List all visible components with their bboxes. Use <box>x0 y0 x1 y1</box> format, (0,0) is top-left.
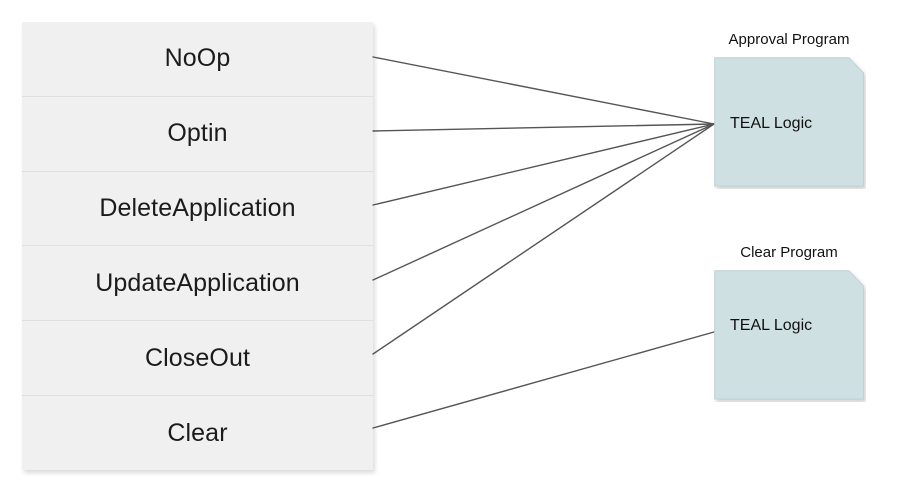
list-item-label: UpdateApplication <box>95 268 300 297</box>
approval-program-title: Approval Program <box>728 31 850 48</box>
connector-line <box>372 123 715 355</box>
list-item-closeout[interactable]: CloseOut <box>22 321 373 397</box>
list-item-noop[interactable]: NoOp <box>22 22 373 97</box>
list-item-updateapplication[interactable]: UpdateApplication <box>22 246 373 322</box>
list-item-label: NoOp <box>164 44 231 73</box>
list-item-label: Clear <box>167 418 228 447</box>
clear-program-node[interactable]: Clear Program TEAL Logic <box>714 243 864 403</box>
connector-line <box>372 123 715 281</box>
connector-line <box>372 123 715 132</box>
approval-program-shape <box>714 57 864 189</box>
clear-program-title: Clear Program <box>740 244 838 261</box>
connector-line <box>372 331 715 429</box>
list-item-clear[interactable]: Clear <box>22 396 373 470</box>
clear-program-body-label: TEAL Logic <box>730 317 813 334</box>
clear-program-shape <box>714 270 864 402</box>
oncomplete-list: NoOp Optin DeleteApplication UpdateAppli… <box>22 22 373 470</box>
list-item-optin[interactable]: Optin <box>22 96 373 172</box>
list-item-label: DeleteApplication <box>99 194 296 223</box>
connector-line <box>372 123 715 206</box>
list-item-label: Optin <box>167 119 228 148</box>
approval-program-body-label: TEAL Logic <box>730 115 813 132</box>
connector-line <box>372 56 715 125</box>
list-item-deleteapplication[interactable]: DeleteApplication <box>22 171 373 247</box>
approval-program-node[interactable]: Approval Program TEAL Logic <box>714 30 864 190</box>
list-item-label: CloseOut <box>144 343 250 372</box>
